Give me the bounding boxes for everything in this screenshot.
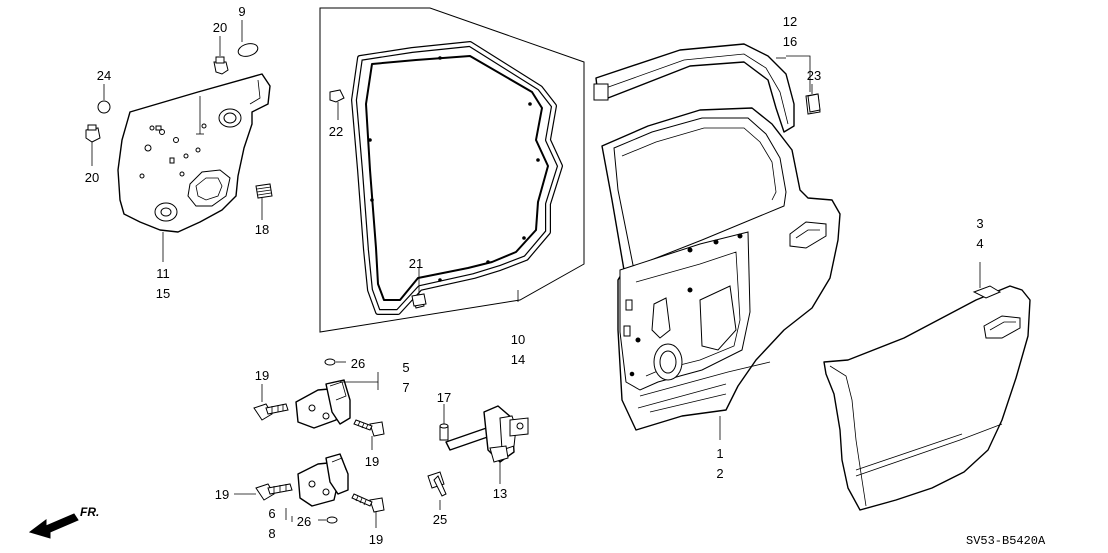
label-19-d: 19 — [369, 532, 383, 547]
label-21: 21 — [409, 256, 423, 271]
grommet-18 — [255, 183, 273, 220]
label-7: 7 — [402, 380, 409, 395]
label-12: 12 — [783, 14, 797, 29]
clip-20-upper — [213, 36, 229, 75]
seal-ring-24 — [97, 84, 111, 114]
part-labels: 1 2 3 4 5 6 7 8 9 10 11 12 13 14 15 16 1… — [85, 4, 984, 547]
label-8: 8 — [268, 526, 275, 541]
clip-20-lower — [85, 124, 101, 166]
label-1: 1 — [716, 446, 723, 461]
label-25: 25 — [433, 512, 447, 527]
clip-23 — [807, 84, 821, 113]
pin-17 — [439, 404, 449, 441]
label-4: 4 — [976, 236, 983, 251]
bolt-19-c — [234, 483, 293, 501]
label-16: 16 — [783, 34, 797, 49]
door-shell — [601, 107, 841, 440]
label-3: 3 — [976, 216, 983, 231]
clip-22 — [329, 89, 345, 120]
hinge-upper — [295, 372, 379, 429]
label-17: 17 — [437, 390, 451, 405]
label-19-a: 19 — [255, 368, 269, 383]
label-13: 13 — [493, 486, 507, 501]
label-19-c: 19 — [215, 487, 229, 502]
label-10: 10 — [511, 332, 525, 347]
outer-skin — [823, 262, 1031, 511]
nut-26-upper — [324, 358, 346, 366]
label-24: 24 — [97, 68, 111, 83]
label-6: 6 — [268, 506, 275, 521]
label-2: 2 — [716, 466, 723, 481]
front-direction-arrow — [28, 513, 79, 539]
label-22: 22 — [329, 124, 343, 139]
weatherstrip-box — [319, 7, 585, 333]
label-23: 23 — [807, 68, 821, 83]
door-hole-seal-panel — [117, 73, 271, 233]
bolt-19-a — [253, 384, 289, 421]
bolt-19-d — [351, 493, 385, 528]
label-19-b: 19 — [365, 454, 379, 469]
catalog-code: SV53-B5420A — [966, 534, 1046, 548]
label-26-upper: 26 — [351, 356, 365, 371]
cap-9 — [237, 20, 259, 57]
label-18: 18 — [255, 222, 269, 237]
label-15: 15 — [156, 286, 170, 301]
bolt-25 — [427, 471, 447, 510]
bolt-19-b — [353, 419, 385, 450]
hinge-lower — [285, 453, 349, 522]
label-11: 11 — [156, 266, 170, 281]
label-20-upper: 20 — [213, 20, 227, 35]
label-20-lower: 20 — [85, 170, 99, 185]
label-9: 9 — [238, 4, 245, 19]
label-5: 5 — [402, 360, 409, 375]
sash-molding — [593, 43, 821, 133]
label-26-lower: 26 — [297, 514, 311, 529]
front-direction-label: FR. — [80, 505, 99, 519]
label-14: 14 — [511, 352, 525, 367]
nut-26-lower — [318, 516, 338, 524]
door-checker — [445, 405, 529, 484]
clip-21 — [411, 293, 427, 307]
